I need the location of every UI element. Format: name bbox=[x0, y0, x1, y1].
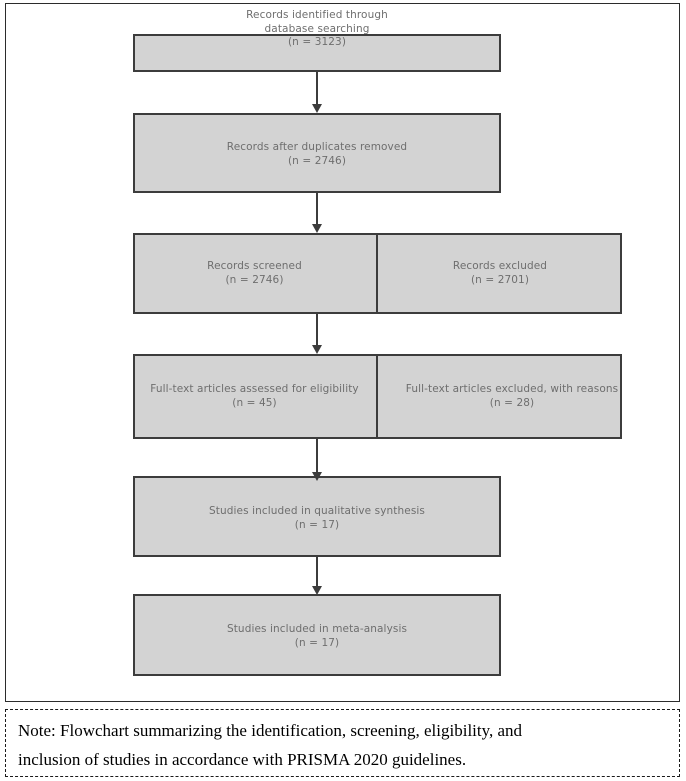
node-fulltext-excluded-label: Full-text articles excluded, with reason… bbox=[378, 383, 646, 410]
node-records-excluded-label: Records excluded (n = 2701) bbox=[378, 260, 622, 287]
fulltext-assessed-label: Full-text articles assessed for eligibil… bbox=[150, 383, 359, 395]
row3-divider bbox=[376, 233, 378, 314]
node-records-identified bbox=[133, 34, 501, 72]
caption-line-2: inclusion of studies in accordance with … bbox=[18, 750, 467, 769]
meta-analysis-label: Studies included in meta-analysis bbox=[226, 623, 408, 635]
records-excluded-label: Records excluded bbox=[452, 260, 548, 272]
arrow-duplicates-to-screened bbox=[312, 193, 322, 233]
records-identified-count: (n = 3123) bbox=[287, 36, 347, 48]
arrow-fulltext-to-qualitative bbox=[312, 439, 322, 481]
figure-caption: Note: Flowchart summarizing the identifi… bbox=[18, 716, 667, 774]
qualitative-count: (n = 17) bbox=[294, 518, 340, 531]
node-duplicates-removed: Records after duplicates removed (n = 27… bbox=[133, 113, 501, 193]
records-screened-count: (n = 2746) bbox=[225, 273, 284, 286]
records-screened-label: Records screened bbox=[207, 260, 302, 272]
arrow-identified-to-duplicates bbox=[312, 72, 322, 113]
arrow-screened-to-fulltext bbox=[312, 314, 322, 354]
node-fulltext-assessed-label: Full-text articles assessed for eligibil… bbox=[123, 383, 386, 410]
qualitative-label: Studies included in qualitative synthesi… bbox=[209, 505, 425, 517]
records-identified-line1: Records identified through bbox=[246, 9, 388, 21]
fulltext-excluded-label: Full-text articles excluded, with reason… bbox=[405, 383, 619, 395]
node-qualitative-synthesis: Studies included in qualitative synthesi… bbox=[133, 476, 501, 557]
row4-divider bbox=[376, 354, 378, 439]
prisma-flowchart-panel: Records identified through database sear… bbox=[5, 3, 680, 702]
duplicates-removed-label: Records after duplicates removed bbox=[226, 141, 408, 153]
caption-line-1: Note: Flowchart summarizing the identifi… bbox=[18, 721, 523, 740]
node-records-screened-label: Records screened (n = 2746) bbox=[133, 260, 376, 287]
node-meta-analysis: Studies included in meta-analysis (n = 1… bbox=[133, 594, 501, 676]
records-excluded-count: (n = 2701) bbox=[470, 273, 530, 286]
arrow-qualitative-to-meta bbox=[312, 557, 322, 595]
fulltext-assessed-count: (n = 45) bbox=[232, 396, 277, 409]
node-records-identified-label: Records identified through database sear… bbox=[133, 9, 501, 50]
records-identified-line2: database searching bbox=[264, 22, 370, 35]
figure-caption-box: Note: Flowchart summarizing the identifi… bbox=[5, 709, 680, 777]
duplicates-removed-count: (n = 2746) bbox=[287, 154, 347, 167]
meta-analysis-count: (n = 17) bbox=[294, 636, 340, 649]
fulltext-excluded-count: (n = 28) bbox=[489, 396, 535, 409]
